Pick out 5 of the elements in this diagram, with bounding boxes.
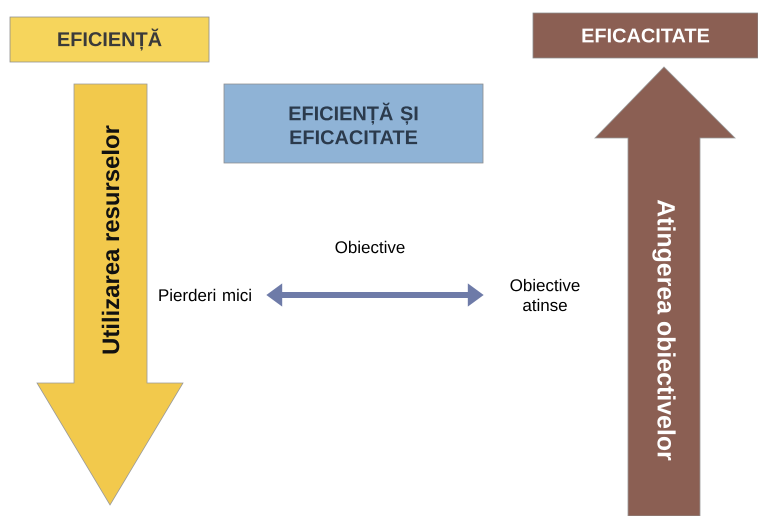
edge-label: Obiective (336, 240, 405, 254)
title-box: EFICIENȚĂ (10, 16, 210, 62)
title-box: EFICIENȚĂ ȘI EFICACITATE (224, 84, 484, 164)
title-box: EFICACITATE (532, 12, 758, 58)
text-label: Obiective atinse (510, 278, 580, 312)
